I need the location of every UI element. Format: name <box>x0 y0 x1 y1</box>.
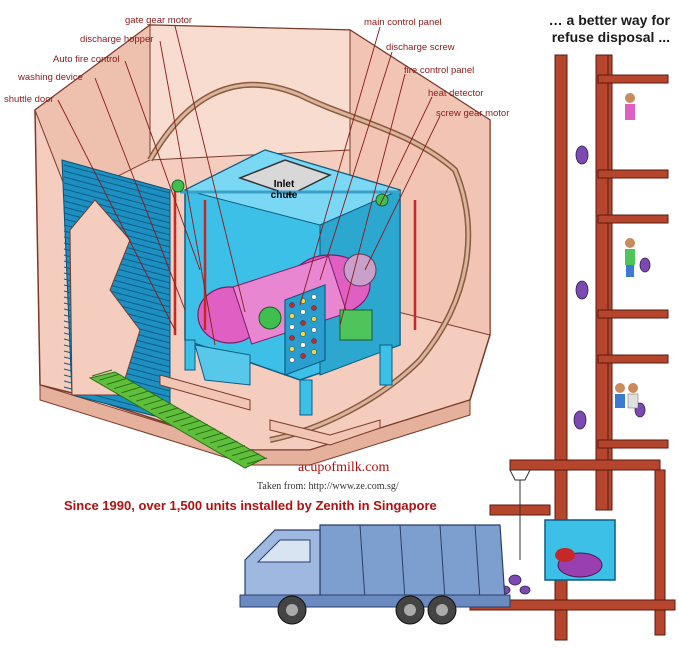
label-fire-control-panel: fire control panel <box>404 65 475 76</box>
caption: Since 1990, over 1,500 units installed b… <box>64 498 437 513</box>
grate-bar <box>158 407 179 415</box>
inlet-chute <box>237 159 332 196</box>
label-auto-fire-control: Auto fire control <box>53 54 120 65</box>
grate-bar <box>121 386 142 394</box>
panel-indicator-light <box>289 346 295 352</box>
discharge-hopper-box <box>194 344 251 386</box>
label-washing-device: washing device <box>18 72 83 83</box>
grate-bar <box>217 440 238 448</box>
grate-bar <box>246 457 268 465</box>
panel-indicator-light <box>300 309 306 315</box>
label-inlet-chute: Inlet chute <box>262 179 306 201</box>
panel-indicator-light <box>311 316 317 322</box>
grate-bar <box>106 377 127 385</box>
label-shuttle-door: shuttle door <box>4 94 54 105</box>
grate-bar <box>239 453 260 461</box>
panel-indicator-light <box>311 338 317 344</box>
inlet-line-1: Inlet <box>273 179 295 190</box>
grate-bar <box>165 411 186 419</box>
label-heat-detector: heat detector <box>428 88 484 99</box>
floor-slab <box>597 439 669 449</box>
inlet-line-2: chute <box>270 190 298 201</box>
panel-indicator-light <box>289 335 295 341</box>
label-discharge-hopper: discharge hopper <box>80 34 154 45</box>
fire-control-unit <box>339 309 373 341</box>
floor-slab <box>597 169 669 179</box>
grate-bar <box>187 423 209 431</box>
shutter-slat <box>63 164 171 194</box>
grate-bar <box>232 449 253 457</box>
residents <box>615 93 639 409</box>
label-main-control-panel: main control panel <box>364 17 442 28</box>
panel-indicator-light <box>289 357 295 363</box>
shutter-slat <box>63 194 171 224</box>
panel-indicator-light <box>300 353 306 359</box>
garbage-truck <box>239 524 511 625</box>
panel-indicator-light <box>311 305 317 311</box>
ground-and-bin-room <box>469 459 676 636</box>
grate-bar <box>128 390 150 398</box>
panel-indicator-light <box>300 331 306 337</box>
gate-gear-motor <box>258 306 282 330</box>
label-gate-gear-motor: gate gear motor <box>125 15 193 26</box>
floor-slab <box>597 309 669 319</box>
grate-bar <box>195 428 216 436</box>
building-floors <box>597 74 669 449</box>
heading-line-1: … a better way for <box>548 12 670 28</box>
label-leader-lines <box>57 25 441 346</box>
grate-bar <box>113 382 135 390</box>
panel-indicator-light <box>311 294 317 300</box>
source-credit: Taken from: http://www.ze.com.sg/ <box>257 481 399 492</box>
floor-slab <box>597 214 669 224</box>
refuse-chute-building <box>554 54 613 641</box>
compactor-machine <box>159 149 417 446</box>
heading: … a better way for refuse disposal ... <box>470 12 670 46</box>
shutter-slat <box>63 170 171 200</box>
grate-bar <box>136 394 157 402</box>
grate-bar <box>224 444 246 452</box>
floor-slab <box>597 354 669 364</box>
grate-bar <box>209 436 231 444</box>
panel-indicator-light <box>311 327 317 333</box>
site-credit: acupofmilk.com <box>298 460 390 475</box>
shutter-slat <box>63 176 171 206</box>
garbage-bags <box>499 145 651 595</box>
panel-indicator-light <box>289 324 295 330</box>
grate-bar <box>150 403 172 411</box>
shutter-cutaway <box>69 199 141 396</box>
grate-bar <box>99 373 120 381</box>
grate-bar <box>180 419 201 427</box>
grate-bar <box>202 432 223 440</box>
label-screw-gear-motor: screw gear motor <box>436 108 510 119</box>
panel-indicator-light <box>300 320 306 326</box>
shutter-slat <box>63 206 171 236</box>
grate-bar <box>143 398 164 406</box>
grate-bar <box>91 369 113 377</box>
shutter-slat <box>63 188 171 218</box>
grate-bar <box>173 415 194 423</box>
panel-indicator-light <box>289 313 295 319</box>
panel-indicators <box>289 294 317 363</box>
shutter-slat <box>63 182 171 212</box>
heading-line-2: refuse disposal ... <box>551 29 670 45</box>
floor-slab <box>597 74 669 84</box>
panel-indicator-light <box>289 302 295 308</box>
panel-indicator-light <box>311 349 317 355</box>
screw-gear-motor <box>343 253 377 287</box>
panel-indicator-light <box>300 342 306 348</box>
label-discharge-screw: discharge screw <box>386 42 455 53</box>
grate-bars <box>91 369 268 465</box>
